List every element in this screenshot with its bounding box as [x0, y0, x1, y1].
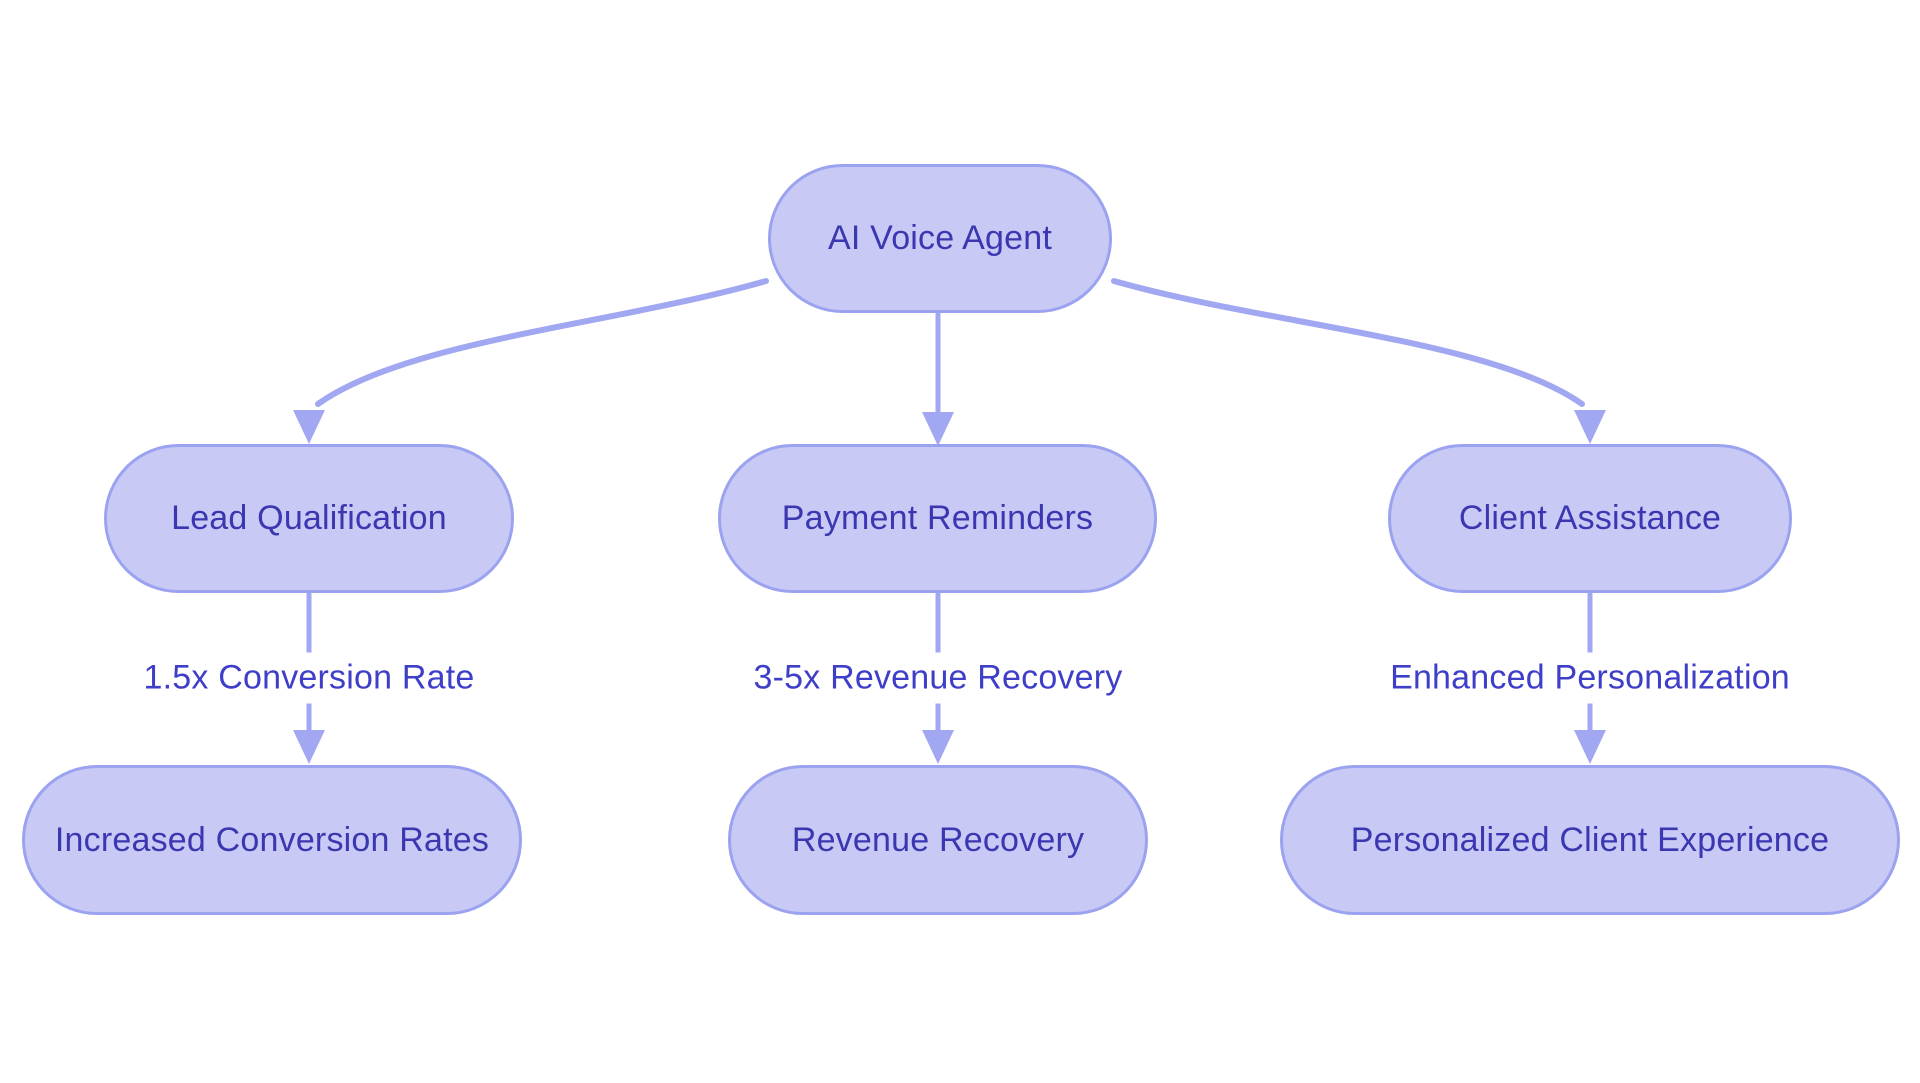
edge-label-conversion-rate: 1.5x Conversion Rate: [133, 652, 485, 704]
node-lead-qualification: Lead Qualification: [104, 444, 514, 593]
node-personalized-client-experience: Personalized Client Experience: [1280, 765, 1900, 915]
edge-root-to-client-assistance: [1111, 278, 1585, 407]
arrowhead-revenue-recovery: [922, 730, 954, 764]
node-client-assistance: Client Assistance: [1388, 444, 1792, 593]
arrowhead-lead-qualification: [293, 410, 325, 444]
edge-label-enhanced-personalization: Enhanced Personalization: [1380, 652, 1800, 704]
edge-root-to-lead-qualification: [315, 278, 769, 407]
node-revenue-recovery: Revenue Recovery: [728, 765, 1148, 915]
node-payment-reminders: Payment Reminders: [718, 444, 1157, 593]
arrowhead-increased-conversion-rates: [293, 730, 325, 764]
arrowhead-personalized-client-experience: [1574, 730, 1606, 764]
arrowhead-payment-reminders: [922, 412, 954, 446]
edge-label-revenue-recovery: 3-5x Revenue Recovery: [743, 652, 1133, 704]
arrowhead-client-assistance: [1574, 410, 1606, 444]
node-ai-voice-agent: AI Voice Agent: [768, 164, 1112, 313]
node-increased-conversion-rates: Increased Conversion Rates: [22, 765, 522, 915]
